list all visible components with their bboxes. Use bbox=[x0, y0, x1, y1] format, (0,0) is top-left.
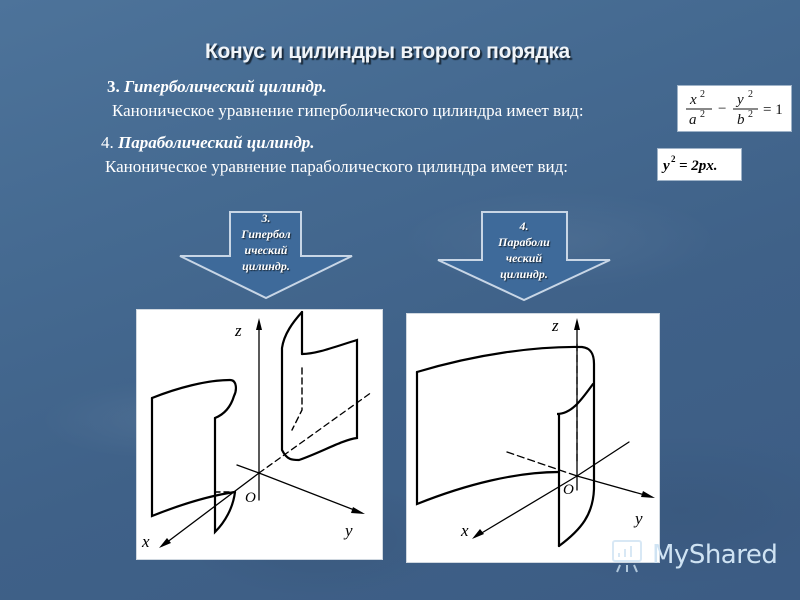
f1-b-exp: 2 bbox=[748, 109, 753, 120]
down-arrow-hyperbolic bbox=[179, 211, 353, 300]
y-axis-label: y bbox=[633, 509, 643, 528]
down-arrow-parabolic bbox=[437, 211, 611, 302]
f1-y: y bbox=[735, 92, 744, 108]
section3-heading: 3. Гиперболический цилиндр. bbox=[107, 77, 327, 97]
section3-text: Каноническое уравнение гиперболического … bbox=[112, 101, 584, 120]
f1-a-exp: 2 bbox=[700, 109, 705, 120]
f2-exp: 2 bbox=[671, 154, 676, 164]
hyperbolic-cylinder-figure: z y x O bbox=[136, 309, 383, 560]
f1-y-exp: 2 bbox=[748, 89, 753, 100]
parabolic-formula: y 2 = 2px. bbox=[657, 148, 742, 181]
arrow1-line: ический bbox=[244, 243, 288, 257]
arrow2-line: Параболи bbox=[498, 235, 550, 249]
f2-rhs: = 2px. bbox=[679, 158, 718, 174]
arrow2-line: ческий bbox=[505, 251, 543, 265]
arrow-label-parabolic: 4. Параболи ческий цилиндр. bbox=[484, 218, 564, 282]
hyperbolic-formula: x 2 a 2 − y 2 b 2 = 1 bbox=[677, 85, 792, 132]
myshared-watermark: MyShared bbox=[608, 535, 778, 575]
arrow-label-hyperbolic: 3. Гипербол ический цилиндр. bbox=[226, 210, 306, 274]
section3-heading-text: Гиперболический цилиндр. bbox=[124, 77, 327, 96]
f2-y: y bbox=[661, 158, 670, 174]
section4-number: 4. bbox=[101, 133, 114, 152]
origin-label: O bbox=[563, 482, 574, 498]
x-axis-label: x bbox=[460, 521, 469, 540]
f1-equals: = 1 bbox=[763, 102, 783, 118]
f1-minus: − bbox=[718, 101, 726, 117]
z-axis-label: z bbox=[551, 316, 559, 335]
origin-label: O bbox=[245, 490, 256, 506]
section4-heading: 4. Параболический цилиндр. bbox=[101, 133, 315, 153]
y-axis-label: y bbox=[343, 521, 353, 540]
arrow2-line: 4. bbox=[519, 219, 529, 233]
arrow1-line: 3. bbox=[261, 211, 271, 225]
section4-heading-text: Параболический цилиндр. bbox=[118, 133, 315, 152]
z-axis-label: z bbox=[234, 321, 242, 340]
section4-text: Каноническое уравнение параболического ц… bbox=[105, 157, 569, 176]
watermark-text: MyShared bbox=[652, 540, 778, 570]
f1-a: a bbox=[689, 112, 697, 128]
parabolic-cylinder-figure: z y x O bbox=[406, 313, 660, 563]
presentation-board-icon bbox=[612, 540, 642, 573]
arrow1-line: цилиндр. bbox=[242, 259, 290, 273]
x-axis-label: x bbox=[141, 532, 150, 551]
arrow1-line: Гипербол bbox=[241, 227, 291, 241]
slide-title: Конус и цилиндры второго порядка bbox=[205, 40, 570, 63]
arrow2-line: цилиндр. bbox=[500, 267, 548, 281]
f1-x-exp: 2 bbox=[700, 89, 705, 100]
f1-b: b bbox=[737, 112, 745, 128]
section3-number: 3. bbox=[107, 77, 120, 96]
f1-x: x bbox=[689, 92, 697, 108]
